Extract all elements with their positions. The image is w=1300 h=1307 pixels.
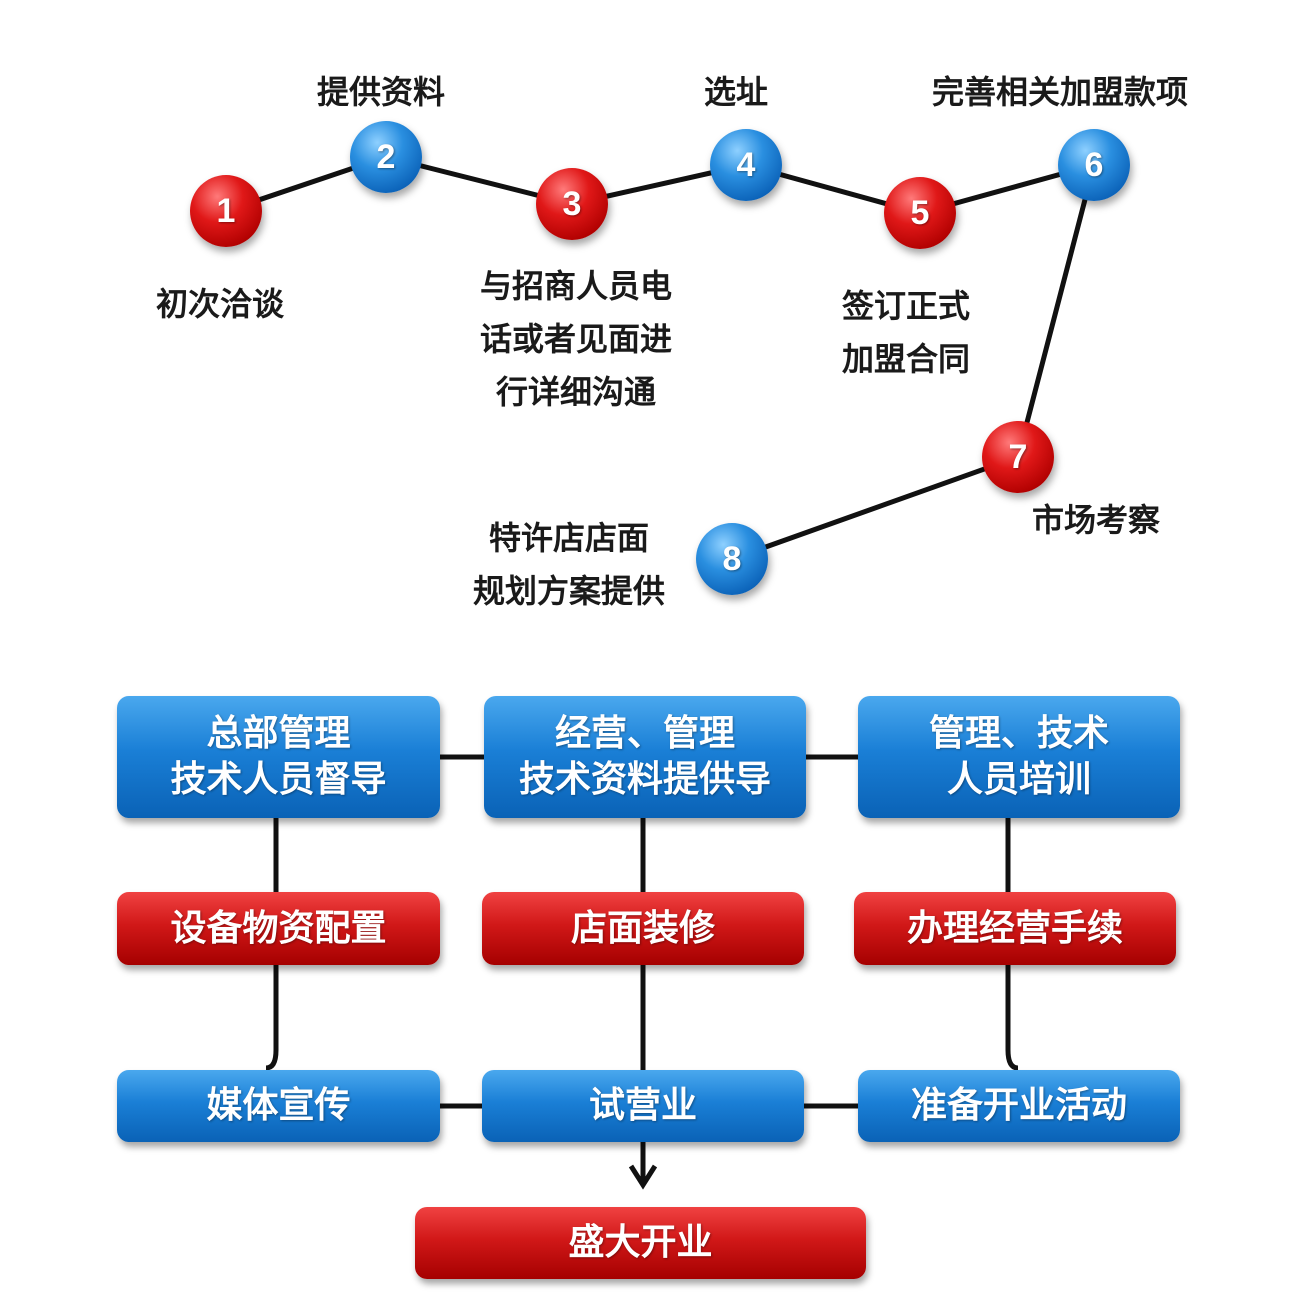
grand-opening-box: 盛大开业 [415, 1207, 866, 1279]
label-line: 完善相关加盟款项 [931, 73, 1188, 111]
label-line: 特许店店面 [488, 519, 649, 557]
v-link-left-2 [265, 965, 279, 1071]
step-label-6: 完善相关加盟款项 [918, 66, 1202, 119]
step-number: 5 [910, 193, 930, 232]
box-label: 设备物资配置 [170, 907, 387, 949]
step-node-1: 1 [190, 175, 262, 247]
step-label-3: 与招商人员电 话或者见面进 行详细沟通 [466, 260, 686, 419]
step-number: 2 [376, 137, 396, 176]
label-line: 行详细沟通 [495, 373, 656, 411]
staff-training-box: 管理、技术 人员培训 [858, 696, 1180, 818]
licenses-box: 办理经营手续 [854, 892, 1176, 965]
step-node-3: 3 [536, 168, 608, 240]
label-line: 初次洽谈 [155, 285, 284, 323]
step-number: 8 [722, 539, 742, 578]
box-label: 盛大开业 [568, 1222, 713, 1263]
path-6-7 [1015, 162, 1097, 460]
box-label: 办理经营手续 [906, 907, 1123, 949]
step-node-7: 7 [982, 421, 1054, 493]
box-label: 准备开业活动 [910, 1085, 1127, 1126]
step-number: 1 [216, 191, 236, 230]
step-label-4: 选址 [696, 66, 776, 119]
label-line: 加盟合同 [841, 340, 970, 378]
box-label: 媒体宣传 [206, 1085, 351, 1126]
arrow-head [628, 1164, 658, 1190]
hq-guidance-box: 总部管理 技术人员督导 [117, 696, 440, 818]
opening-prep-box: 准备开业活动 [858, 1070, 1180, 1142]
label-line: 与招商人员电 [479, 267, 672, 305]
box-line: 管理、技术 [928, 713, 1109, 754]
step-node-2: 2 [350, 121, 422, 193]
v-link-right-2 [1005, 965, 1019, 1071]
path-7-8 [729, 454, 1021, 562]
step-label-7: 市场考察 [1022, 494, 1170, 547]
step-node-5: 5 [884, 177, 956, 249]
label-line: 签订正式 [841, 287, 970, 325]
step-label-2: 提供资料 [308, 66, 454, 119]
box-line: 技术人员督导 [170, 759, 387, 800]
label-line: 市场考察 [1031, 501, 1160, 539]
label-line: 话或者见面进 [479, 320, 672, 358]
ops-materials-box: 经营、管理 技术资料提供导 [484, 696, 806, 818]
trial-operation-box: 试营业 [482, 1070, 804, 1142]
box-label: 店面装修 [570, 907, 715, 949]
box-line: 经营、管理 [554, 713, 735, 754]
step-number: 7 [1008, 437, 1028, 476]
step-number: 3 [562, 184, 582, 223]
step-node-6: 6 [1058, 129, 1130, 201]
step-node-4: 4 [710, 129, 782, 201]
step-label-1: 初次洽谈 [148, 278, 292, 331]
step-label-8: 特许店店面 规划方案提供 [460, 512, 678, 618]
box-line: 人员培训 [946, 759, 1091, 800]
box-label: 试营业 [588, 1085, 697, 1126]
step-number: 6 [1084, 145, 1104, 184]
label-line: 规划方案提供 [472, 572, 665, 610]
step-node-8: 8 [696, 523, 768, 595]
equipment-box: 设备物资配置 [117, 892, 440, 965]
label-line: 提供资料 [316, 73, 445, 111]
step-number: 4 [736, 145, 756, 184]
media-box: 媒体宣传 [117, 1070, 440, 1142]
box-line: 总部管理 [206, 713, 351, 754]
step-label-5: 签订正式 加盟合同 [832, 280, 980, 386]
label-line: 选址 [703, 73, 768, 111]
box-line: 技术资料提供导 [518, 759, 771, 800]
renovation-box: 店面装修 [482, 892, 804, 965]
